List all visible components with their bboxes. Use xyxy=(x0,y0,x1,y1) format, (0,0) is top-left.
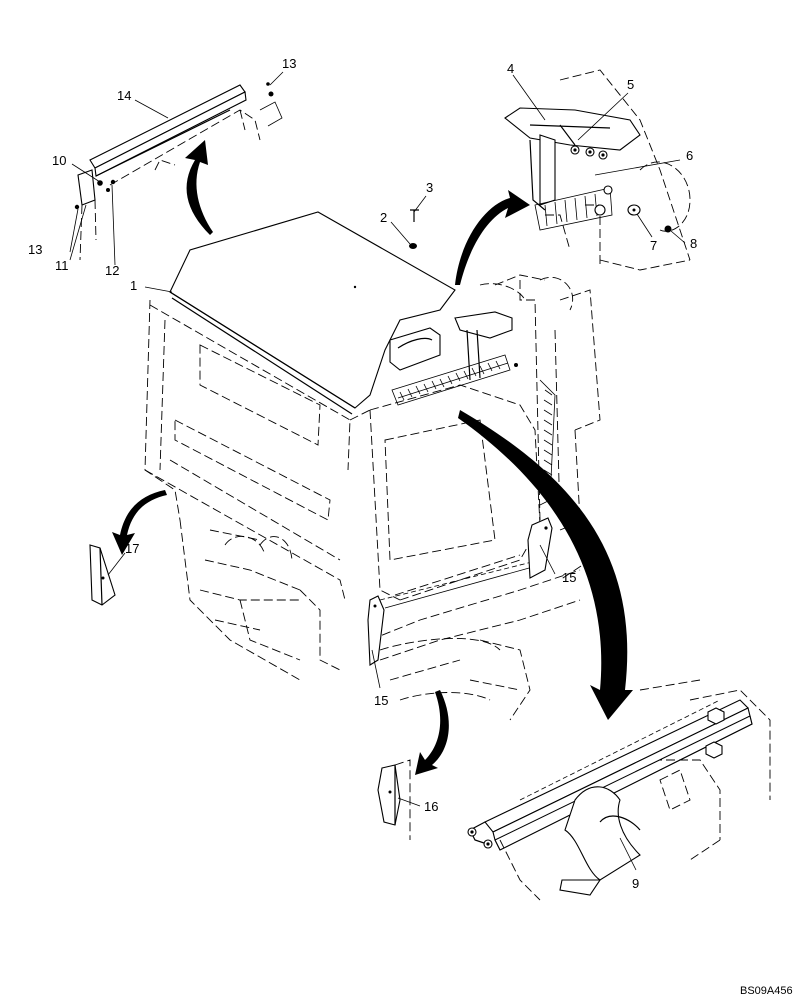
callout-15-right: 15 xyxy=(562,570,576,585)
callout-15-left: 15 xyxy=(374,693,388,708)
callout-11: 11 xyxy=(55,258,69,273)
callout-10: 10 xyxy=(52,153,66,168)
callout-1: 1 xyxy=(130,278,137,293)
callout-3: 3 xyxy=(426,180,433,195)
callout-8: 8 xyxy=(690,236,697,251)
callout-16: 16 xyxy=(424,799,438,814)
figure-code: BS09A456 xyxy=(740,985,793,997)
leader-lines xyxy=(69,71,686,871)
callout-2: 2 xyxy=(380,210,387,225)
latch-detail xyxy=(504,107,672,233)
callout-12: 12 xyxy=(105,263,119,278)
detail-arrows xyxy=(112,140,633,775)
lower-rail-detail xyxy=(467,699,753,896)
callout-9: 9 xyxy=(632,876,639,891)
callout-13-lower: 13 xyxy=(28,242,42,257)
side-brackets xyxy=(89,517,553,826)
rear-rail-detail xyxy=(74,82,283,261)
callout-6: 6 xyxy=(686,148,693,163)
callout-5: 5 xyxy=(627,77,634,92)
callout-17: 17 xyxy=(125,541,139,556)
callout-14: 14 xyxy=(117,88,131,103)
callout-7: 7 xyxy=(650,238,657,253)
callout-4: 4 xyxy=(507,61,514,76)
fasteners-2-3 xyxy=(409,209,419,249)
machine-frame-phantom xyxy=(144,69,771,901)
hood-assembly xyxy=(144,211,556,609)
callout-labels: 1 2 3 4 5 6 7 8 9 10 11 12 13 13 14 15 1… xyxy=(28,56,793,997)
callout-13-upper: 13 xyxy=(282,56,296,71)
radiator-grille xyxy=(391,354,556,506)
